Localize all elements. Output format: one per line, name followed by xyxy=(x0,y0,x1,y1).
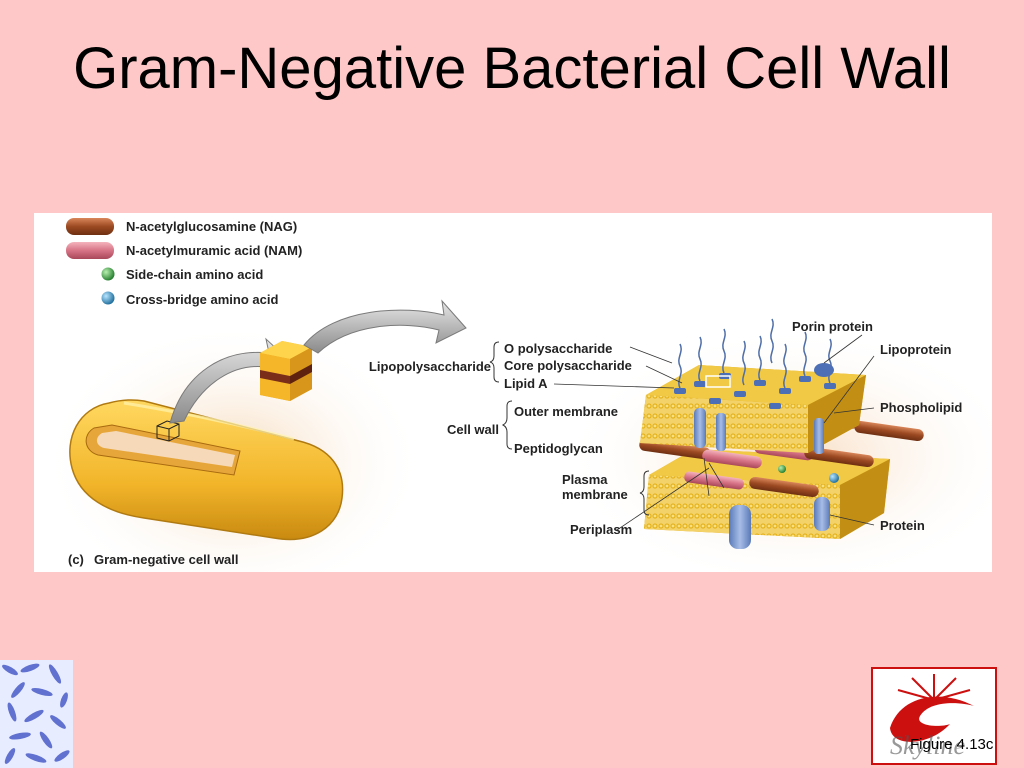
peptidoglycan-layer xyxy=(639,409,924,498)
label-lipid-a: Lipid A xyxy=(504,376,548,391)
membrane-protein-shape xyxy=(729,505,751,549)
legend-item-side-chain: Side-chain amino acid xyxy=(101,267,263,282)
legend-item-nam: N-acetylmuramic acid (NAM) xyxy=(66,242,302,259)
micrograph-thumbnail xyxy=(0,660,73,768)
legend-item-nag: N-acetylglucosamine (NAG) xyxy=(66,218,297,235)
legend: N-acetylglucosamine (NAG) N-acetylmurami… xyxy=(66,218,302,307)
lps-highlight-box xyxy=(705,375,731,388)
cell-wall-segment-cube xyxy=(260,341,312,401)
label-braces xyxy=(489,341,650,516)
leader-lines xyxy=(553,334,875,531)
legend-item-cross-bridge: Cross-bridge amino acid xyxy=(101,291,278,307)
figure-panel: N-acetylglucosamine (NAG) N-acetylmurami… xyxy=(34,213,992,572)
zoom-arrow-2 xyxy=(303,299,467,354)
legend-label-nag: N-acetylglucosamine (NAG) xyxy=(126,219,297,234)
green-sphere-icon xyxy=(101,267,115,281)
o-polysaccharide-chains xyxy=(678,318,832,389)
label-lipopolysaccharide: Lipopolysaccharide xyxy=(369,359,491,374)
slide-title: Gram-Negative Bacterial Cell Wall xyxy=(73,36,951,101)
blue-sphere-icon xyxy=(101,291,115,305)
cube-outline-icon xyxy=(156,420,180,442)
label-porin-protein: Porin protein xyxy=(792,319,873,334)
label-phospholipid: Phospholipid xyxy=(880,400,962,415)
figure-reference: Figure 4.13c xyxy=(910,736,994,753)
cell-wall-diagram: N-acetylglucosamine (NAG) N-acetylmurami… xyxy=(44,218,992,572)
label-periplasm: Periplasm xyxy=(570,522,632,537)
label-core-polysaccharide: Core polysaccharide xyxy=(504,358,632,373)
label-o-polysaccharide: O polysaccharide xyxy=(504,341,612,356)
caption-letter: (c) xyxy=(68,552,84,567)
swoosh-icon xyxy=(890,696,974,742)
label-peptidoglycan: Peptidoglycan xyxy=(514,441,603,456)
brown-rod-icon xyxy=(66,218,114,235)
caption-text: Gram-negative cell wall xyxy=(94,552,239,567)
logo-wordmark: Skyline xyxy=(890,731,965,760)
label-protein: Protein xyxy=(880,518,925,533)
label-outer-membrane: Outer membrane xyxy=(514,404,618,419)
legend-label-side-chain: Side-chain amino acid xyxy=(126,267,263,282)
pink-rod-icon xyxy=(66,242,114,259)
porin-protein-shape xyxy=(814,363,834,377)
legend-label-nam: N-acetylmuramic acid (NAM) xyxy=(126,243,302,258)
skyline-logo: Skyline xyxy=(871,667,997,765)
label-plasma-membrane-line1: Plasma xyxy=(562,472,608,487)
bacterium-capsule xyxy=(69,399,344,541)
label-lipoprotein: Lipoprotein xyxy=(880,342,952,357)
legend-label-cross-bridge: Cross-bridge amino acid xyxy=(126,292,278,307)
lipoprotein-shape xyxy=(694,408,706,448)
label-plasma-membrane-line2: membrane xyxy=(562,487,628,502)
label-cell-wall: Cell wall xyxy=(447,422,499,437)
